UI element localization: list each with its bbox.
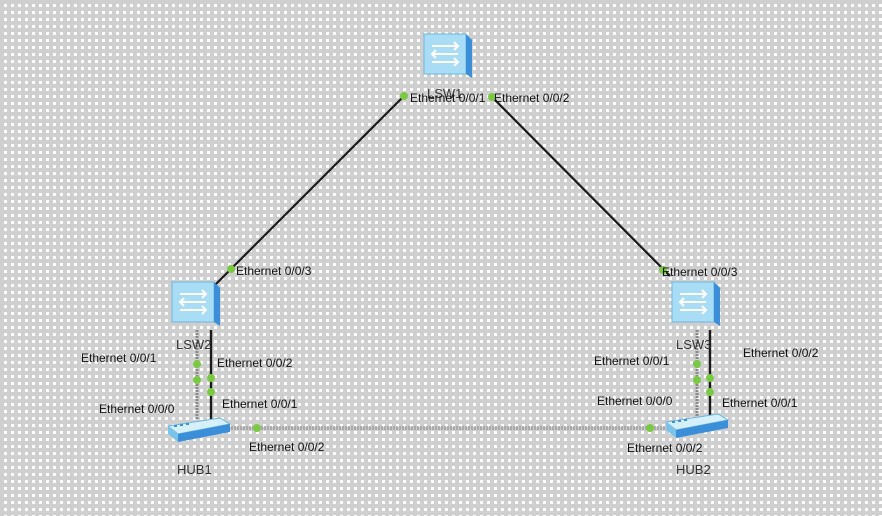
- port-label-hub2-e001: Ethernet 0/0/1: [722, 396, 798, 410]
- grid-line: [700, 0, 701, 516]
- port-dot: [706, 374, 714, 382]
- grid-line: [0, 304, 882, 305]
- port-label-lsw2-e003: Ethernet 0/0/3: [236, 264, 312, 278]
- switch-lsw2[interactable]: [166, 276, 224, 333]
- grid-line: [70, 0, 71, 516]
- device-label-lsw1: LSW1: [427, 86, 463, 101]
- hub-hub2[interactable]: [662, 408, 732, 447]
- port-dot: [693, 360, 701, 368]
- device-label-hub1: HUB1: [177, 462, 212, 477]
- switch-icon: [422, 33, 474, 78]
- port-label-lsw3-e001: Ethernet 0/0/1: [594, 354, 670, 368]
- hub-hub1[interactable]: [164, 412, 234, 451]
- port-dot: [207, 388, 215, 396]
- port-label-lsw2-e002: Ethernet 0/0/2: [217, 356, 293, 370]
- grid-line: [0, 178, 882, 179]
- port-label-lsw2-e001: Ethernet 0/0/1: [81, 351, 157, 365]
- switch-lsw3[interactable]: [666, 276, 724, 333]
- grid-line: [448, 0, 449, 516]
- port-dot: [659, 266, 667, 274]
- link-lsw1-lsw3: [491, 96, 671, 277]
- port-label-hub2-e002: Ethernet 0/0/2: [627, 441, 703, 455]
- port-dot: [193, 376, 201, 384]
- grid-line: [574, 0, 575, 516]
- port-dot: [693, 376, 701, 384]
- port-label-hub1-e002: Ethernet 0/0/2: [249, 440, 325, 454]
- grid-line: [826, 0, 827, 516]
- port-dot: [227, 265, 235, 273]
- device-label-lsw2: LSW2: [176, 337, 212, 352]
- grid-line: [322, 0, 323, 516]
- port-label-lsw1-e001: Ethernet 0/0/1: [410, 91, 486, 105]
- port-label-hub1-e001: Ethernet 0/0/1: [222, 397, 298, 411]
- grid-line: [196, 0, 197, 516]
- port-dot: [400, 92, 408, 100]
- port-dot: [706, 388, 714, 396]
- device-label-lsw3: LSW3: [676, 337, 712, 352]
- port-dot: [253, 424, 261, 432]
- port-dot: [207, 374, 215, 382]
- hub-icon: [664, 413, 730, 438]
- link-lsw1-lsw2: [213, 95, 405, 287]
- hub-icon: [166, 417, 232, 442]
- port-label-lsw1-e002: Ethernet 0/0/2: [494, 91, 570, 105]
- port-label-lsw3-e003: Ethernet 0/0/3: [662, 265, 738, 279]
- switch-lsw1[interactable]: [418, 28, 476, 85]
- port-label-hub2-e000: Ethernet 0/0/0: [597, 394, 673, 408]
- port-label-lsw3-e002: Ethernet 0/0/2: [743, 346, 819, 360]
- port-dot: [646, 424, 654, 432]
- switch-icon: [170, 281, 222, 326]
- port-dot: [193, 360, 201, 368]
- switch-icon: [670, 281, 722, 326]
- port-label-hub1-e000: Ethernet 0/0/0: [99, 402, 175, 416]
- device-label-hub2: HUB2: [676, 462, 711, 477]
- port-dot: [488, 93, 496, 101]
